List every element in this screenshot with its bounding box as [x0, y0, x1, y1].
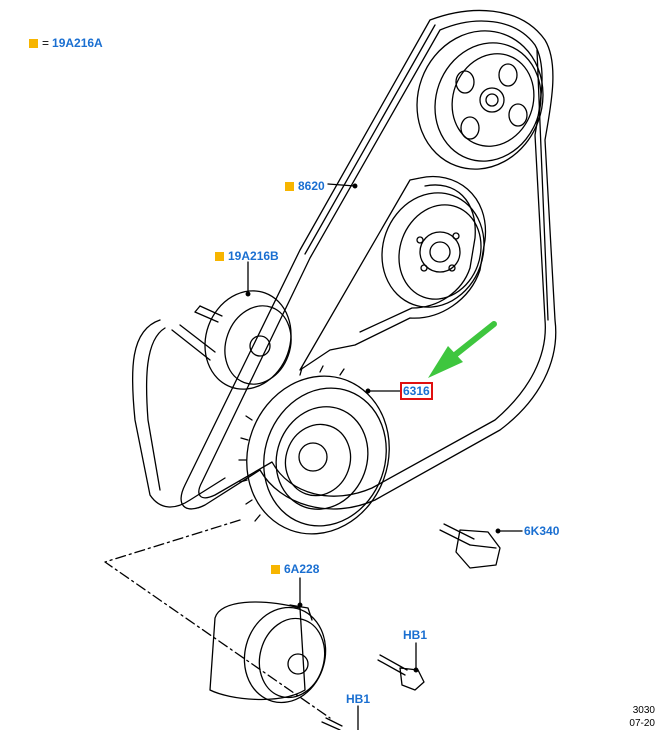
square-marker-icon: [271, 565, 280, 574]
legend-19A216A: =19A216A: [29, 36, 103, 50]
middle-pulley: [381, 192, 485, 308]
callout-6K340[interactable]: 6K340: [524, 524, 560, 538]
callout-hb1-lower[interactable]: HB1: [346, 692, 371, 706]
square-marker-icon: [285, 182, 294, 191]
callout-19A216B[interactable]: 19A216B: [215, 249, 279, 263]
drive-belt-8620: [180, 9, 557, 510]
callout-8620[interactable]: 8620: [285, 179, 325, 193]
reference-stamp-line1: 3030: [632, 705, 655, 716]
callout-hb1-upper[interactable]: HB1: [403, 628, 428, 642]
square-marker-icon: [29, 39, 38, 48]
reference-stamp-line2: 07-20: [629, 718, 655, 729]
highlight-box: 6316: [400, 382, 433, 400]
upper-pulley: [416, 30, 544, 170]
crankshaft-pulley-6316: [238, 365, 390, 535]
tensioner-pulley-19A216B: [194, 290, 292, 390]
crankshaft-bolt-6K340: [439, 523, 501, 569]
bolt-hb1-lower: [321, 717, 343, 730]
bolt-hb1-upper: [377, 654, 425, 691]
callout-6A228[interactable]: 6A228: [271, 562, 319, 576]
callout-6316[interactable]: 6316: [400, 382, 433, 400]
lower-belt-loop: [131, 319, 226, 508]
drive-belt-8620-inner: [198, 20, 546, 499]
green-arrow-icon: [428, 321, 497, 378]
square-marker-icon: [215, 252, 224, 261]
tensioner-6A228: [209, 601, 327, 704]
accessory-belt: [299, 176, 487, 371]
